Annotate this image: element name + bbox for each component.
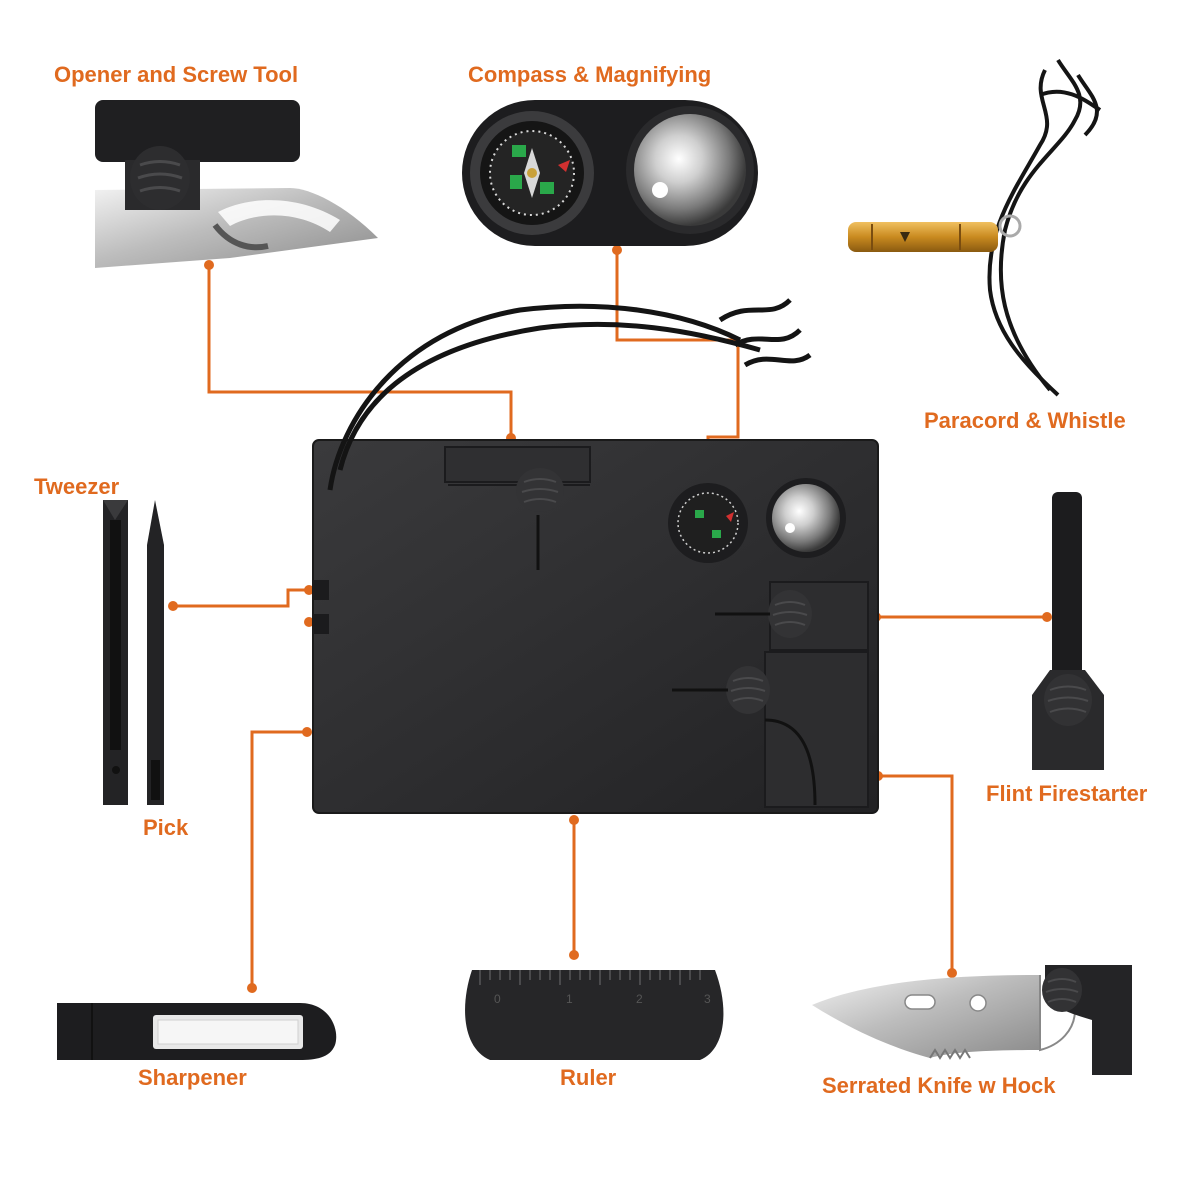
ruler-mark-3: 3 bbox=[704, 992, 711, 1006]
ruler-mark-0: 0 bbox=[494, 992, 501, 1006]
label-opener-screw-tool: Opener and Screw Tool bbox=[54, 62, 299, 87]
label-serrated-knife: Serrated Knife w Hock bbox=[822, 1073, 1056, 1098]
connector-tweezer bbox=[173, 588, 309, 608]
magnifier-lens-icon bbox=[626, 106, 754, 234]
sharpener-icon bbox=[57, 1003, 337, 1060]
ruler-mark-2: 2 bbox=[636, 992, 643, 1006]
label-compass-magnifying: Compass & Magnifying bbox=[468, 62, 712, 87]
pick-icon bbox=[147, 500, 164, 805]
survival-card-icon bbox=[312, 298, 879, 814]
label-ruler: Ruler bbox=[560, 1065, 617, 1090]
serrated-knife-icon bbox=[812, 965, 1132, 1075]
compass-magnifier-tool bbox=[462, 100, 758, 246]
connector-sharpener bbox=[250, 730, 307, 988]
label-flint-firestarter: Flint Firestarter bbox=[986, 781, 1148, 806]
flint-rod-icon bbox=[1032, 492, 1104, 770]
label-paracord-whistle: Paracord & Whistle bbox=[924, 408, 1126, 433]
tweezer-icon bbox=[103, 500, 128, 805]
label-pick: Pick bbox=[143, 815, 189, 840]
ruler-mark-1: 1 bbox=[566, 992, 573, 1006]
label-tweezer: Tweezer bbox=[34, 474, 120, 499]
label-sharpener: Sharpener bbox=[138, 1065, 247, 1090]
connector-opener bbox=[207, 265, 513, 438]
compass-icon bbox=[470, 111, 594, 235]
paracord-icon bbox=[987, 58, 1102, 397]
whistle-icon bbox=[848, 222, 998, 252]
opener-tool-icon bbox=[95, 100, 378, 268]
ruler-icon: 0 1 2 3 bbox=[465, 970, 724, 1060]
connector-knife bbox=[878, 774, 954, 973]
